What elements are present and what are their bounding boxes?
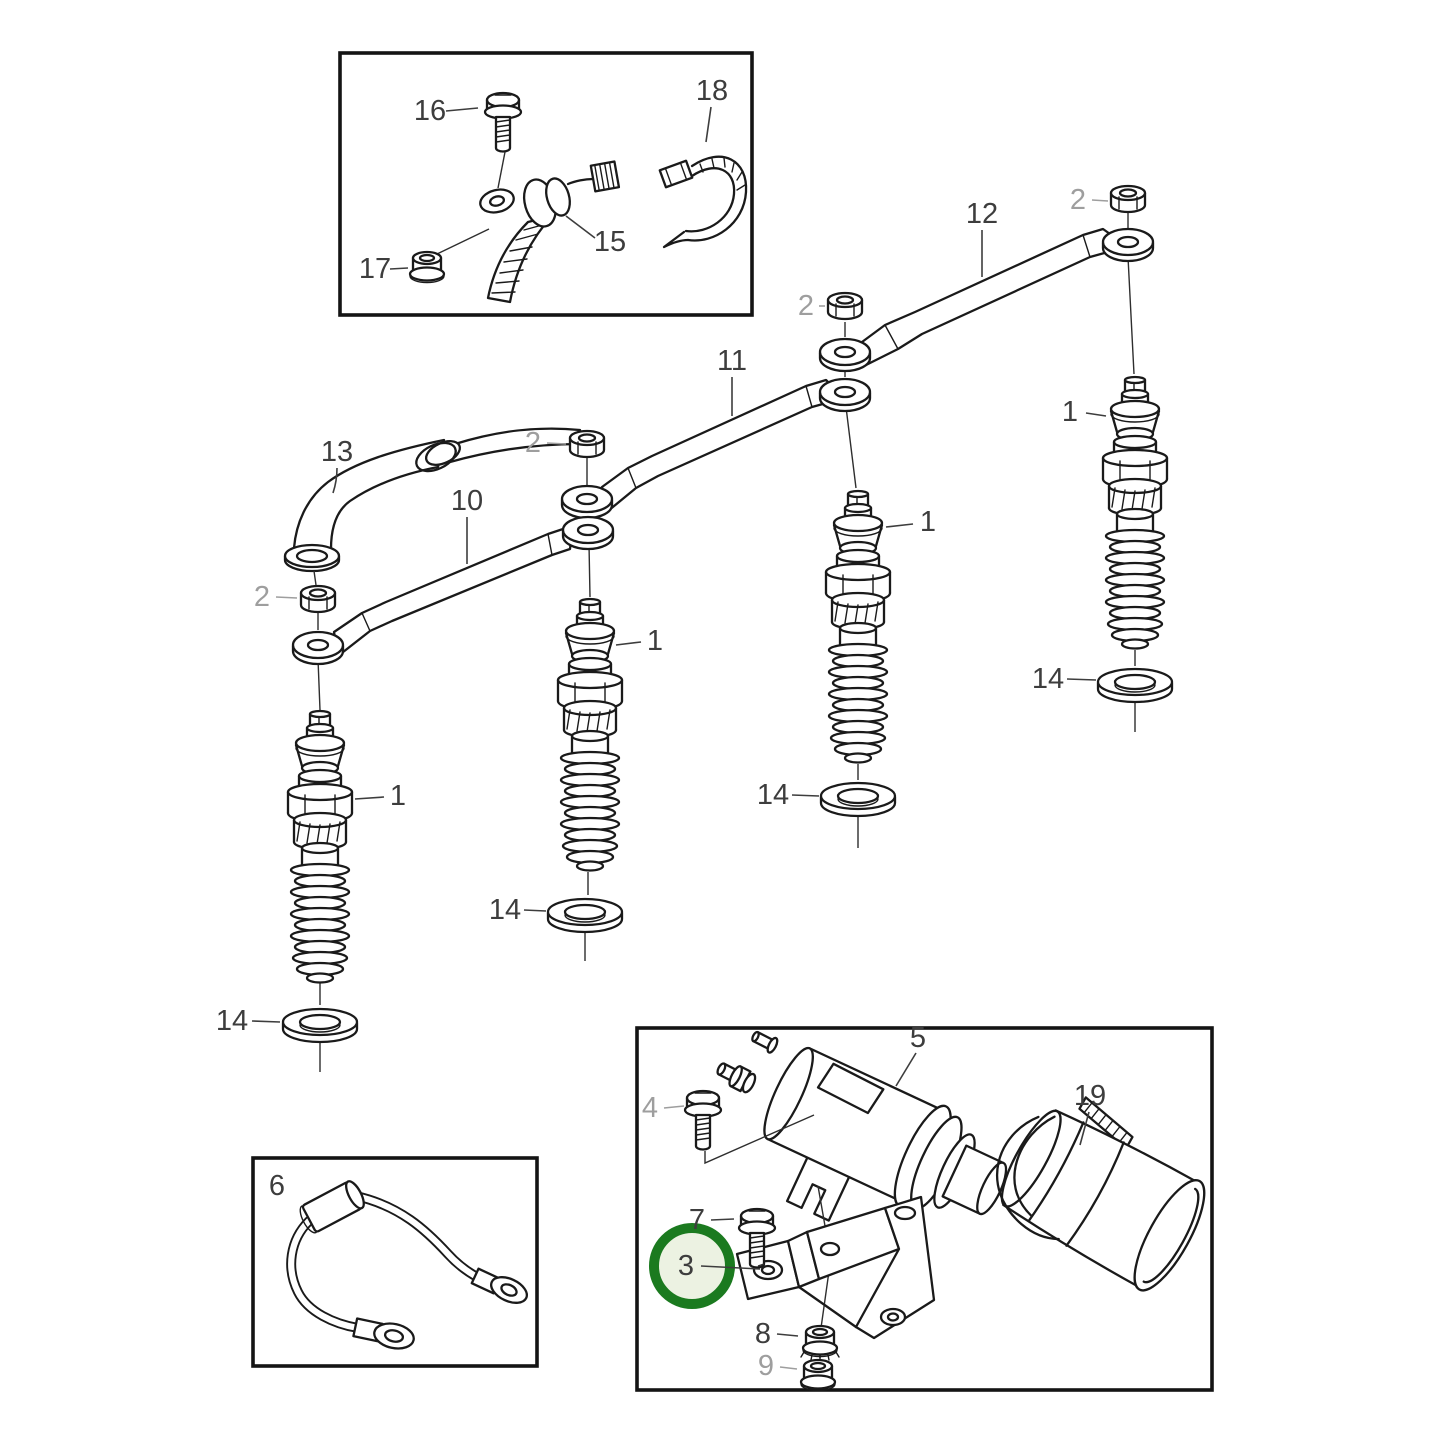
washer-first — [281, 1007, 359, 1044]
callout-2-third-label[interactable]: 2 — [798, 290, 814, 322]
bolt-16 — [483, 91, 523, 189]
inset-hardware-box: 16 15 17 18 — [338, 51, 754, 317]
station-third — [818, 291, 897, 848]
busbar-eyelet — [818, 377, 872, 413]
main-assembly: 13 10 11 12 2 2 2 2 1 1 1 1 14 14 14 14 — [216, 184, 1174, 1072]
callout-14-fourth-label[interactable]: 14 — [1032, 663, 1064, 695]
callout-15-label[interactable]: 15 — [594, 226, 626, 258]
glow-plug-second — [556, 597, 624, 872]
callout-6-label[interactable]: 6 — [269, 1170, 285, 1202]
relay-terminal-stud — [716, 1062, 757, 1094]
callout-5-label[interactable]: 5 — [910, 1022, 926, 1054]
washer-third — [819, 781, 897, 818]
inset-border — [338, 51, 754, 317]
callout-13-label[interactable]: 13 — [321, 436, 353, 468]
glow-plug-fourth — [1101, 375, 1169, 650]
callout-18-label[interactable]: 18 — [696, 75, 728, 107]
busbar-eyelet — [560, 484, 614, 520]
station-second — [546, 429, 624, 961]
bolt-7 — [737, 1207, 777, 1269]
inset-cable-box: 6 — [251, 1156, 539, 1368]
callout-14-second-label[interactable]: 14 — [489, 894, 521, 926]
callout-19-label[interactable]: 19 — [1074, 1080, 1106, 1112]
nut-9 — [799, 1358, 837, 1392]
callout-1-first-label[interactable]: 1 — [390, 780, 406, 812]
bolt-4 — [683, 1089, 815, 1165]
callout-12-label[interactable]: 12 — [966, 198, 998, 230]
callout-1-second-label[interactable]: 1 — [647, 625, 663, 657]
callout-14-third-label[interactable]: 14 — [757, 779, 789, 811]
callout-9-label[interactable]: 9 — [758, 1350, 774, 1382]
inset-border — [251, 1156, 539, 1368]
nut-17 — [408, 250, 446, 284]
selected-part-highlight[interactable] — [649, 1223, 735, 1309]
callout-14-first-label[interactable]: 14 — [216, 1005, 248, 1037]
inset-border — [635, 1026, 1214, 1392]
busbar-eyelet — [561, 515, 615, 551]
callout-4-label[interactable]: 4 — [642, 1092, 658, 1124]
callout-8-label[interactable]: 8 — [755, 1318, 771, 1350]
cover-19 — [995, 1096, 1206, 1292]
nut-2-third — [826, 291, 864, 321]
busbar-eyelet — [291, 630, 345, 666]
busbar-eyelet — [1101, 227, 1155, 263]
busbar-11 — [600, 378, 834, 513]
callout-7-label[interactable]: 7 — [689, 1204, 705, 1236]
busbar-eyelet — [818, 337, 872, 373]
busbar-12 — [860, 227, 1112, 367]
station-first — [281, 570, 359, 1072]
glow-plug-third — [824, 489, 892, 764]
cable-tie-18 — [658, 155, 748, 249]
callout-17-label[interactable]: 17 — [359, 253, 391, 285]
callout-1-fourth-label[interactable]: 1 — [1062, 396, 1078, 428]
nut-8 — [800, 1324, 840, 1362]
nut-2-fourth — [1109, 184, 1147, 214]
cable-clamp-15 — [436, 160, 621, 304]
callout-2-fourth-label[interactable]: 2 — [1070, 184, 1086, 216]
ground-cable-6 — [286, 1180, 528, 1350]
washer-fourth — [1096, 667, 1174, 704]
washer-second — [546, 897, 624, 934]
nut-2-second — [568, 429, 606, 459]
inset-relay-box: 5 4 19 7 3 8 9 — [635, 1022, 1214, 1392]
relay-terminal-stud — [751, 1030, 779, 1054]
callout-11-label[interactable]: 11 — [717, 345, 747, 377]
callout-2-second-label[interactable]: 2 — [525, 427, 541, 459]
callout-2-first-label[interactable]: 2 — [254, 581, 270, 613]
callout-3-label[interactable]: 3 — [678, 1250, 694, 1282]
callout-1-third-label[interactable]: 1 — [920, 506, 936, 538]
callout-10-label[interactable]: 10 — [451, 485, 483, 517]
station-fourth — [1096, 184, 1174, 732]
callout-16-label[interactable]: 16 — [414, 95, 446, 127]
busbar-10 — [332, 526, 574, 658]
glow-plug-first — [286, 709, 354, 984]
nut-2-first — [299, 584, 337, 614]
relay-5 — [763, 1046, 1008, 1222]
